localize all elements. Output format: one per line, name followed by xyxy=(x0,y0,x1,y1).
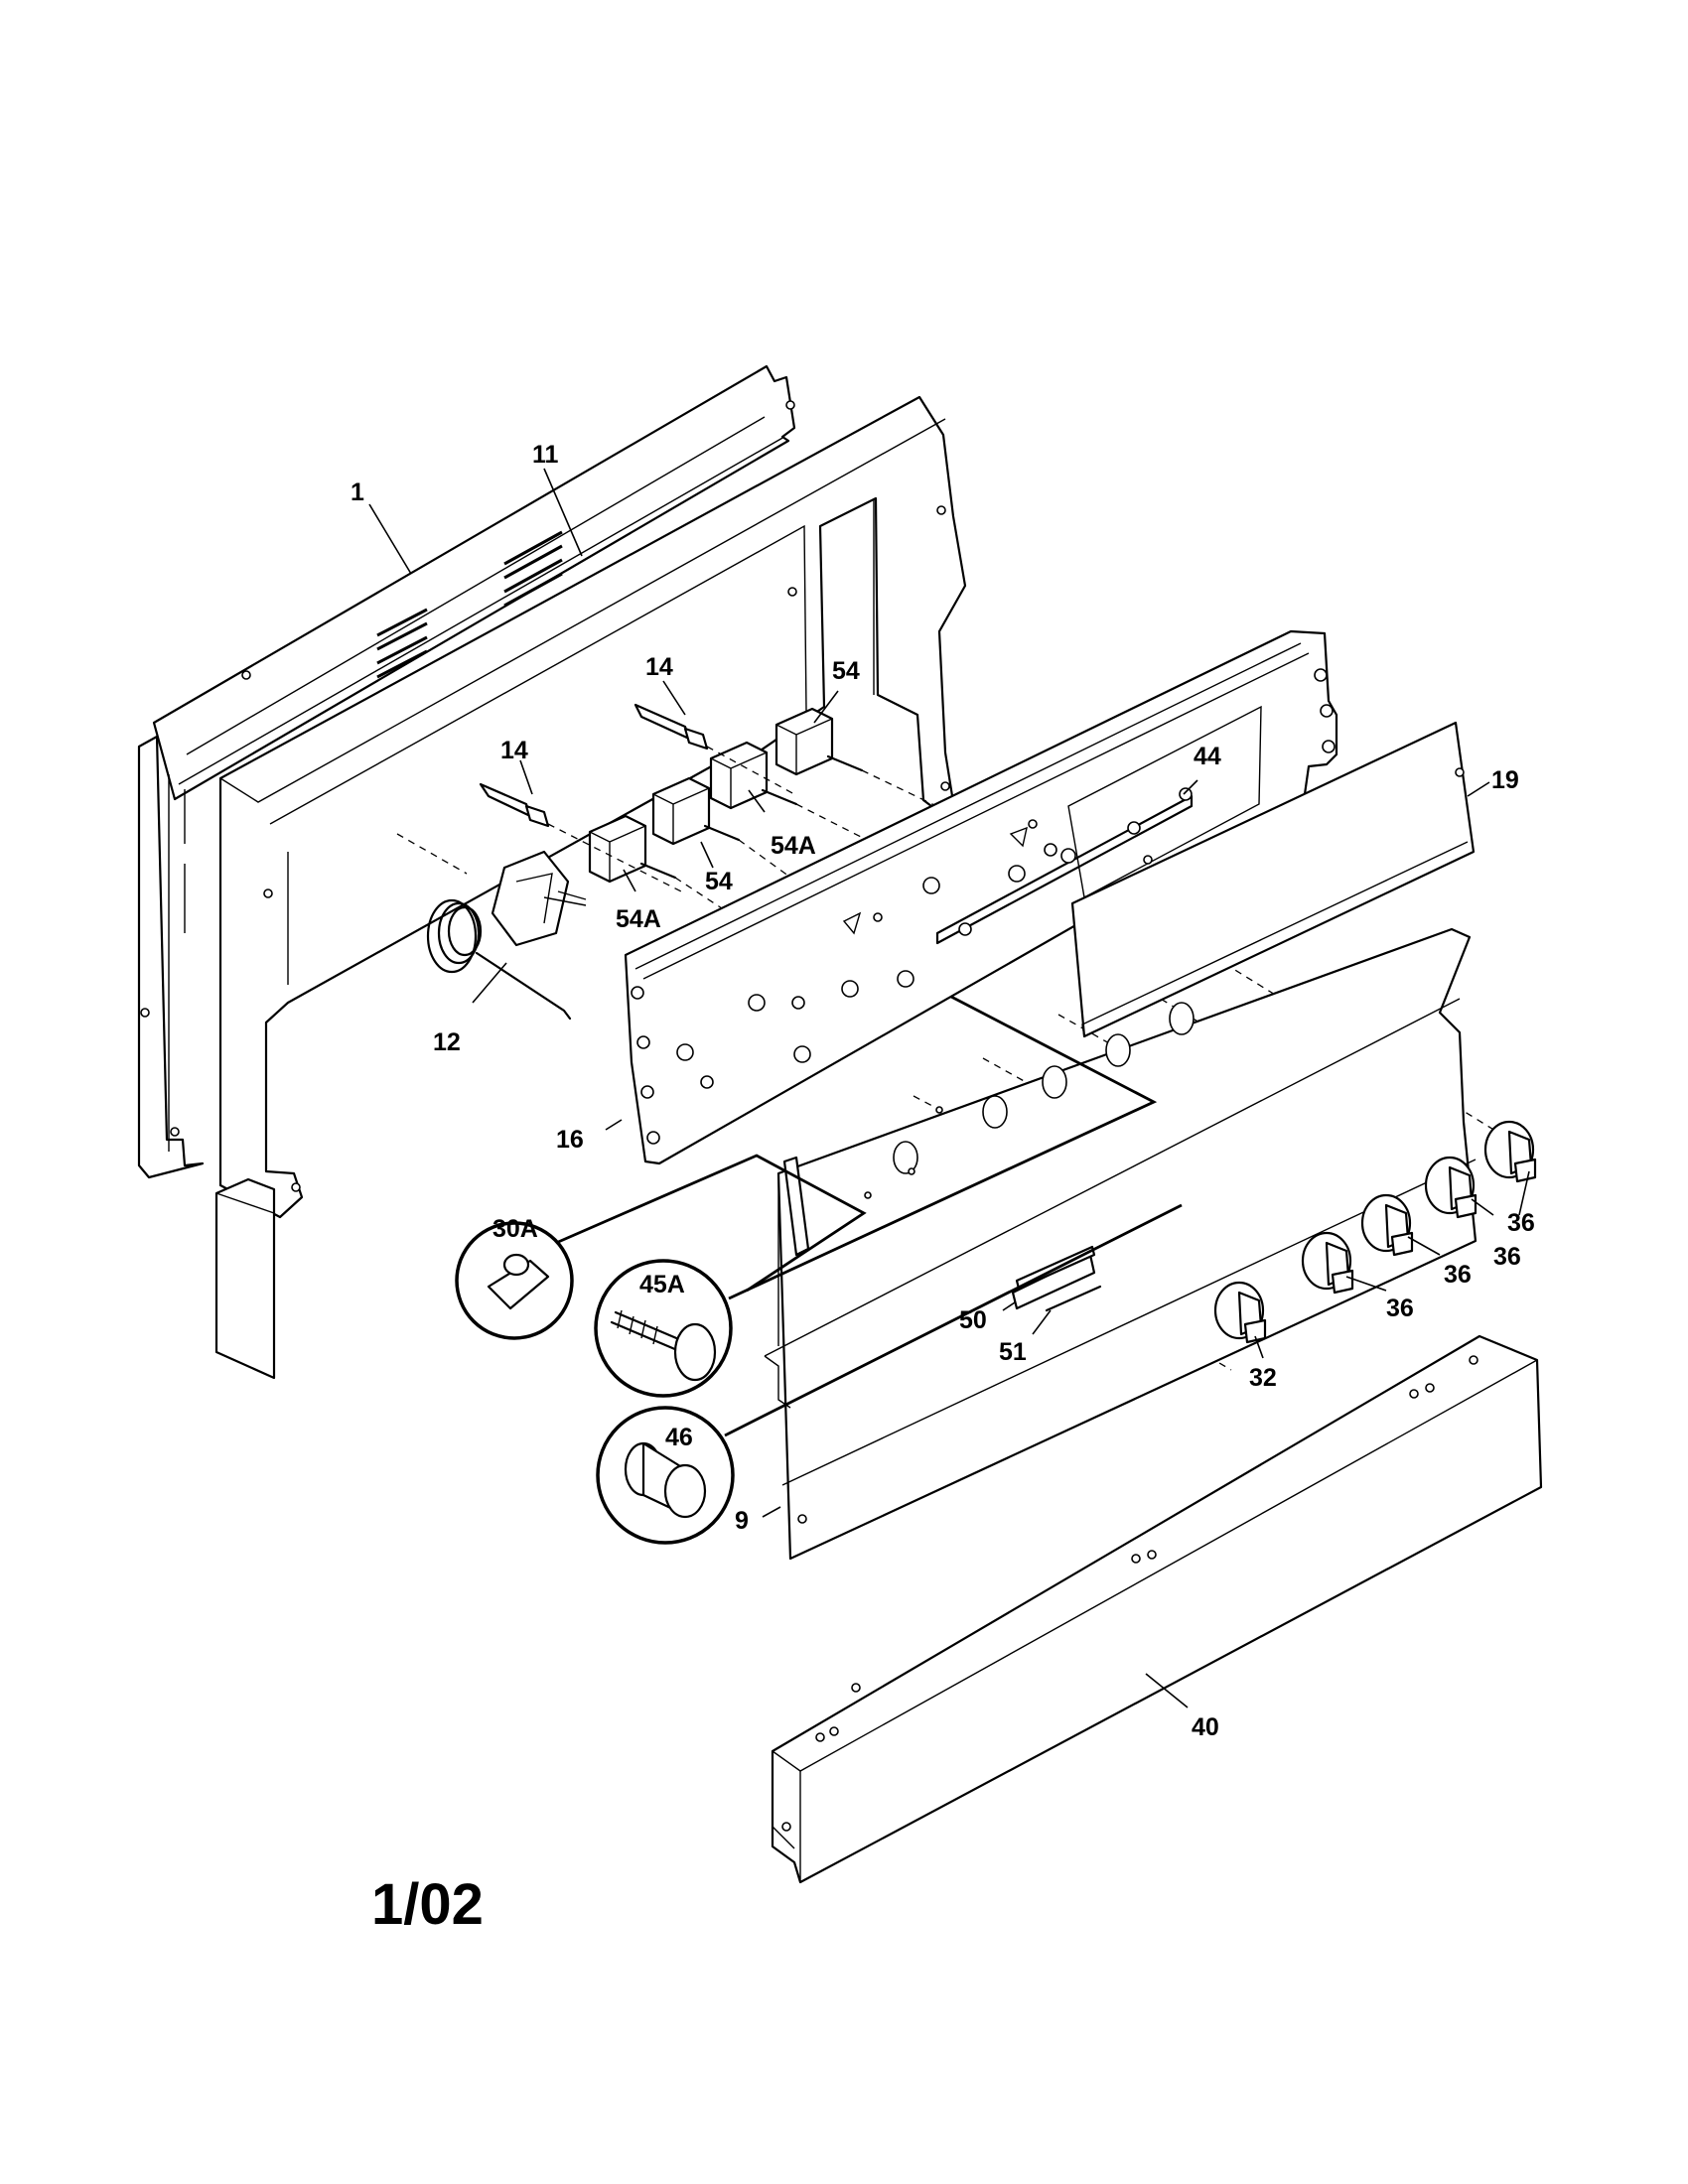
callout-54-top: 54 xyxy=(832,657,860,685)
callout-36-4: 36 xyxy=(1507,1209,1535,1237)
part-11-control-frame xyxy=(214,395,967,1380)
callout-54a-lower: 54A xyxy=(616,905,661,933)
callout-12: 12 xyxy=(433,1028,461,1056)
callout-46: 46 xyxy=(665,1424,693,1451)
knob-32 xyxy=(1213,1281,1267,1344)
part-51-bracket xyxy=(1045,1285,1102,1312)
callout-9: 9 xyxy=(735,1507,749,1535)
page-code: 1/02 xyxy=(371,1872,484,1937)
knob-36-4 xyxy=(1483,1120,1537,1183)
callout-36-2: 36 xyxy=(1444,1261,1472,1289)
callout-30a: 30A xyxy=(492,1215,538,1243)
inset-30a-wing-nut xyxy=(455,1221,574,1340)
part-16-control-bracket xyxy=(624,629,1338,1165)
callout-14-upper: 14 xyxy=(645,653,673,681)
switch-54-top xyxy=(774,707,864,776)
callout-32: 32 xyxy=(1249,1364,1277,1392)
part-19-control-panel xyxy=(1070,721,1476,1038)
callout-50: 50 xyxy=(959,1306,987,1334)
callout-54a-upper: 54A xyxy=(771,832,816,860)
part-1-rear-panel xyxy=(137,364,796,1179)
callout-11: 11 xyxy=(532,441,559,469)
part-40-trim xyxy=(771,1334,1543,1884)
switch-54-middle xyxy=(651,776,741,846)
leader-lines xyxy=(368,468,1530,1708)
part-12-thermostat xyxy=(396,833,587,1021)
part-9-backsplash xyxy=(764,927,1477,1561)
switch-54a-upper xyxy=(709,741,798,810)
callout-14-lower: 14 xyxy=(500,737,528,764)
callout-19: 19 xyxy=(1491,766,1519,794)
callout-45a: 45A xyxy=(639,1271,685,1298)
part-14-pilot-lower xyxy=(479,782,550,828)
callout-36-3: 36 xyxy=(1493,1243,1521,1271)
inset-46-bushing xyxy=(596,1406,735,1545)
callout-36-1: 36 xyxy=(1386,1295,1414,1322)
callout-54-middle: 54 xyxy=(705,868,733,895)
knob-36-1 xyxy=(1301,1231,1354,1295)
callout-16: 16 xyxy=(556,1126,584,1154)
part-14-pilot-upper xyxy=(633,703,709,751)
inset-link-lines xyxy=(555,995,1183,1437)
callout-40: 40 xyxy=(1192,1713,1219,1741)
inset-45a-bolt xyxy=(594,1259,733,1398)
callout-1: 1 xyxy=(351,478,364,506)
callout-51: 51 xyxy=(999,1338,1027,1366)
knob-36-3 xyxy=(1424,1156,1477,1219)
switch-54a-lower xyxy=(588,814,677,884)
callout-labels: 1 11 14 14 54 54A 54 54A 44 19 12 16 30A… xyxy=(351,441,1535,1741)
callout-44: 44 xyxy=(1194,743,1221,770)
knob-36-2 xyxy=(1360,1193,1414,1257)
